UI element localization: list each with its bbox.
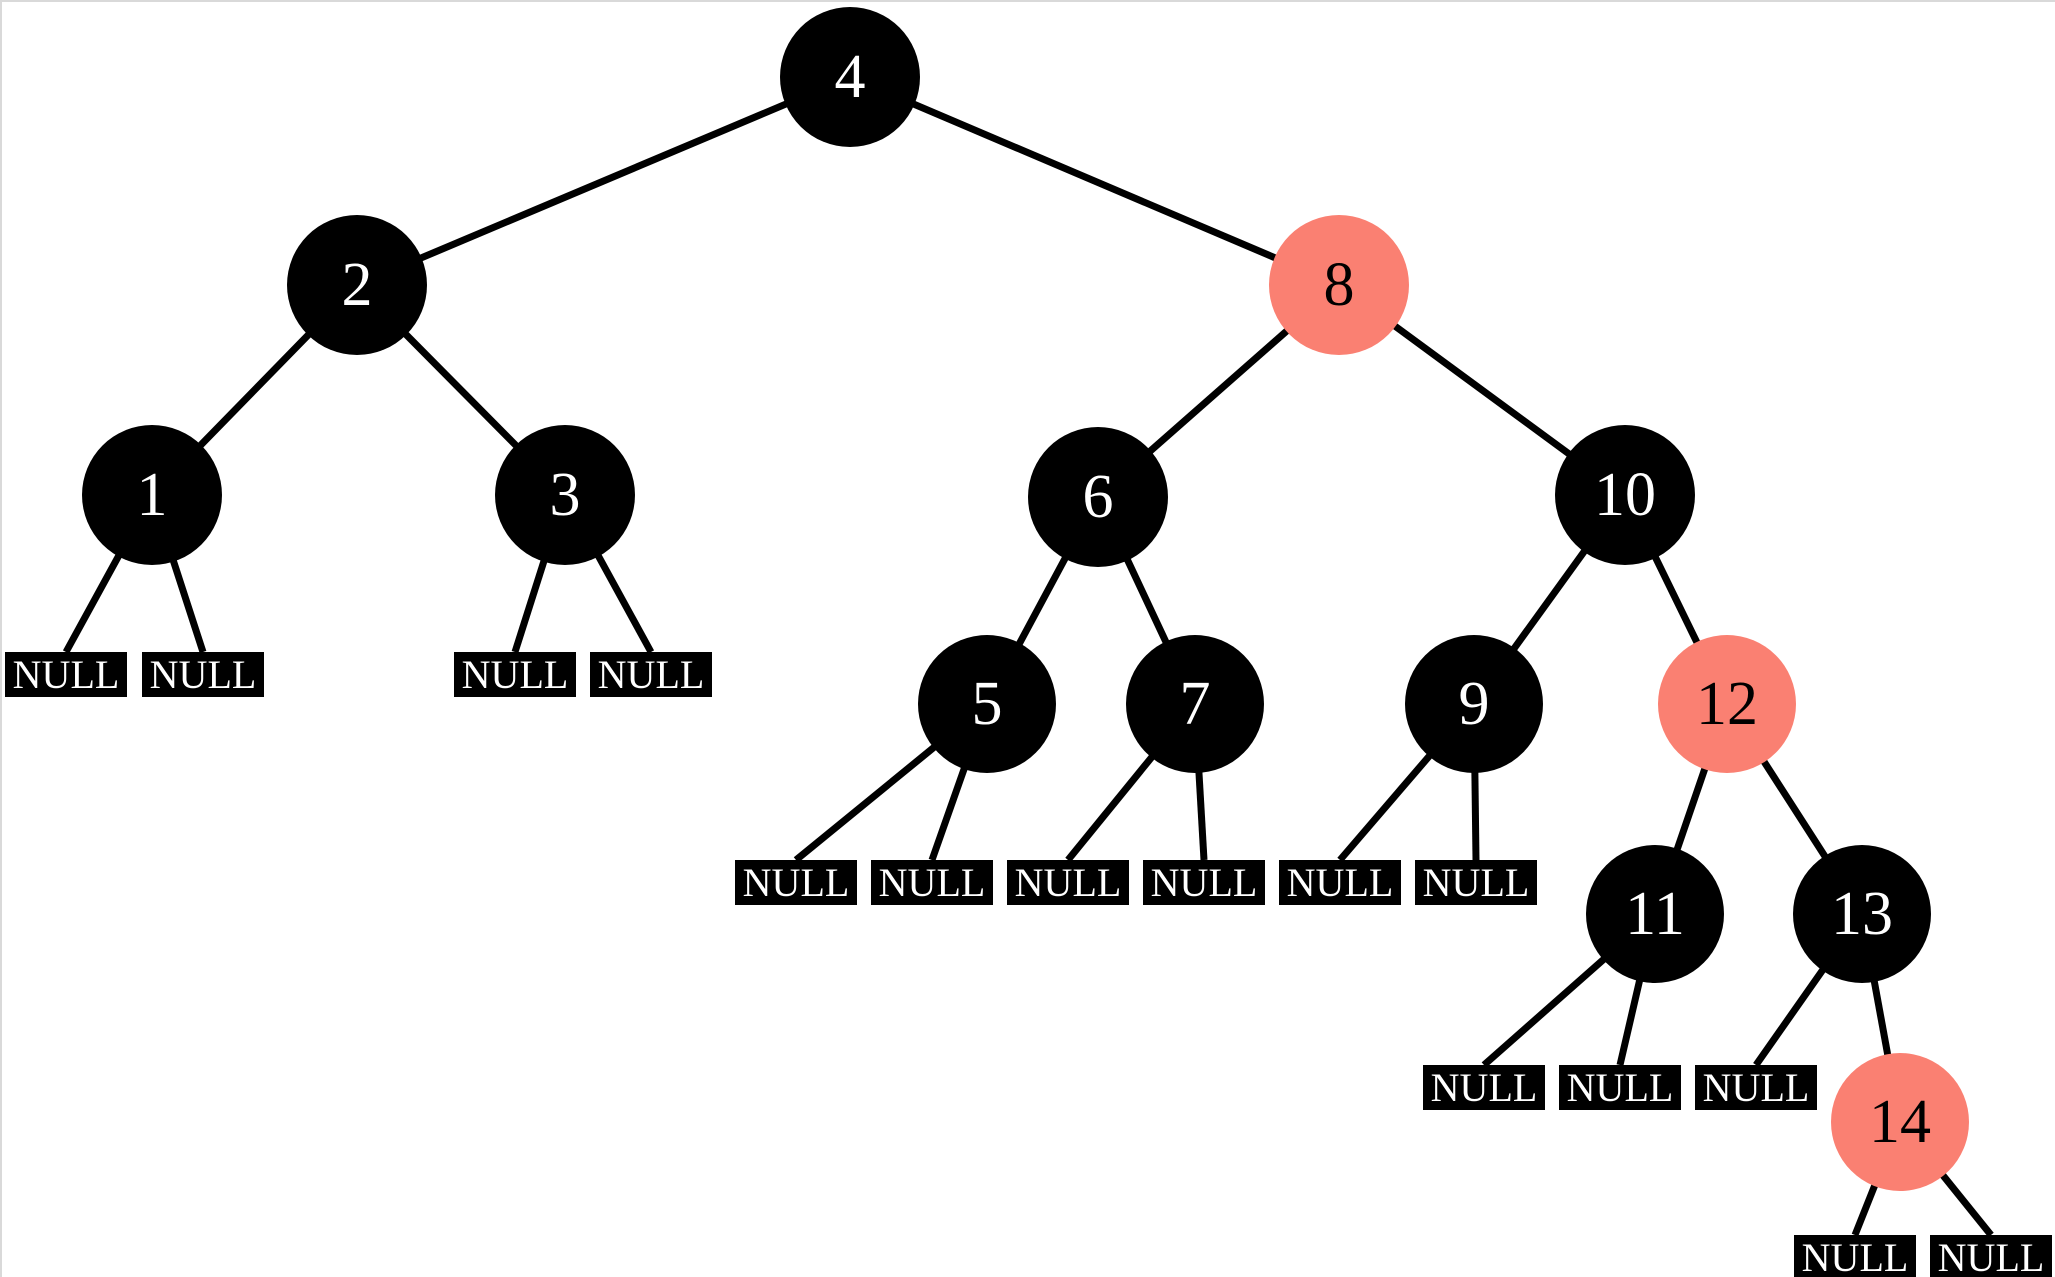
tree-edge	[848, 73, 1341, 289]
null-leaf-box: NULL	[1559, 1065, 1681, 1110]
tree-node-12[interactable]: 12	[1658, 635, 1796, 773]
null-leaf-box: NULL	[142, 652, 264, 697]
null-leaf-label: NULL	[149, 651, 257, 697]
tree-node-10[interactable]: 10	[1555, 425, 1695, 565]
tree-node-label: 9	[1458, 670, 1490, 738]
tree-node-2[interactable]: 2	[287, 215, 427, 355]
null-leaf-label: NULL	[1566, 1064, 1674, 1110]
tree-node-label: 11	[1625, 880, 1685, 948]
tree-node-label: 1	[136, 461, 168, 529]
tree-node-7[interactable]: 7	[1126, 635, 1264, 773]
null-leaf-label: NULL	[878, 859, 986, 905]
tree-node-11[interactable]: 11	[1586, 845, 1724, 983]
null-leaf-box: NULL	[454, 652, 576, 697]
tree-node-9[interactable]: 9	[1405, 635, 1543, 773]
null-leaf-label: NULL	[1430, 1064, 1538, 1110]
null-leaf-box: NULL	[1007, 860, 1129, 905]
null-leaf-box: NULL	[1695, 1065, 1817, 1110]
null-leaf-box: NULL	[5, 652, 127, 697]
tree-node-1[interactable]: 1	[82, 425, 222, 565]
null-leaf-label: NULL	[1286, 859, 1394, 905]
null-leaf-label: NULL	[1937, 1234, 2045, 1277]
null-leaf-label: NULL	[461, 651, 569, 697]
null-leaf-label: NULL	[1150, 859, 1258, 905]
null-leaf-label: NULL	[12, 651, 120, 697]
tree-node-8[interactable]: 8	[1269, 215, 1409, 355]
tree-node-3[interactable]: 3	[495, 425, 635, 565]
tree-node-13[interactable]: 13	[1793, 845, 1931, 983]
null-leaf-box: NULL	[1143, 860, 1265, 905]
tree-node-label: 10	[1594, 461, 1656, 529]
tree-node-label: 3	[549, 461, 581, 529]
null-leaf-box: NULL	[735, 860, 857, 905]
null-leaf-box: NULL	[1794, 1235, 1916, 1277]
null-leaf-box: NULL	[1279, 860, 1401, 905]
tree-node-label: 2	[341, 251, 373, 319]
tree-node-label: 14	[1869, 1088, 1931, 1156]
tree-node-label: 6	[1082, 463, 1114, 531]
null-leaf-label: NULL	[1014, 859, 1122, 905]
tree-node-label: 13	[1831, 880, 1893, 948]
tree-node-label: 8	[1323, 251, 1355, 319]
null-leaf-label: NULL	[597, 651, 705, 697]
null-leaf-label: NULL	[1702, 1064, 1810, 1110]
null-leaf-label: NULL	[1801, 1234, 1909, 1277]
null-leaf-box: NULL	[1415, 860, 1537, 905]
tree-node-4[interactable]: 4	[780, 7, 920, 147]
null-leaf-label: NULL	[742, 859, 850, 905]
tree-node-6[interactable]: 6	[1028, 427, 1168, 567]
null-leaf-box: NULL	[871, 860, 993, 905]
tree-node-label: 7	[1179, 670, 1211, 738]
null-leaf-box: NULL	[590, 652, 712, 697]
tree-node-label: 12	[1696, 670, 1758, 738]
tree-node-14[interactable]: 14	[1831, 1053, 1969, 1191]
null-leaf-label: NULL	[1422, 859, 1530, 905]
null-leaf-box: NULL	[1930, 1235, 2052, 1277]
tree-node-label: 5	[971, 670, 1003, 738]
tree-edge	[355, 73, 852, 289]
tree-node-5[interactable]: 5	[918, 635, 1056, 773]
null-leaf-box: NULL	[1423, 1065, 1545, 1110]
tree-node-label: 4	[834, 43, 866, 111]
